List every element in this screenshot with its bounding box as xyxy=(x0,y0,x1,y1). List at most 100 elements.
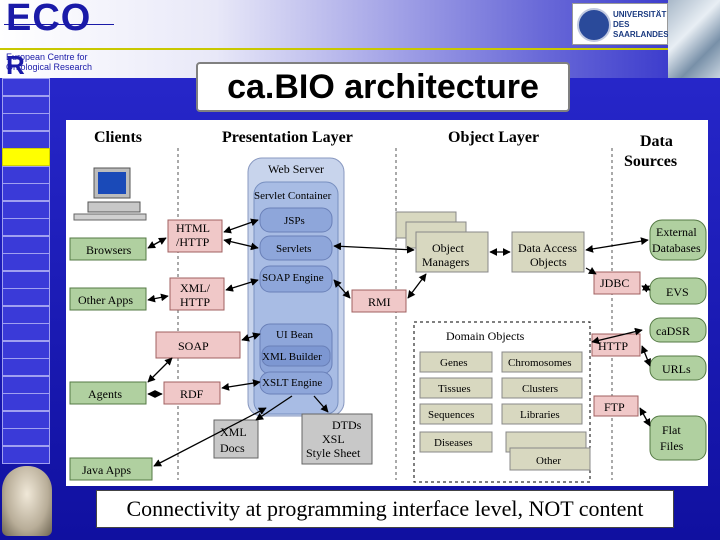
xslt-engine-label: XSLT Engine xyxy=(262,377,322,389)
object-managers-line1: Object xyxy=(432,241,465,255)
nav-square-1[interactable] xyxy=(2,78,50,96)
data-access-line1: Data Access xyxy=(518,241,577,255)
object-managers-line2: Managers xyxy=(422,255,470,269)
nav-square-21[interactable] xyxy=(2,428,50,446)
evs-label: EVS xyxy=(666,285,689,299)
arrow-dao-external xyxy=(585,237,649,253)
xml-builder-label: XML Builder xyxy=(262,351,322,363)
nav-square-22[interactable] xyxy=(2,445,50,464)
architecture-diagram: Clients Presentation Layer Object Layer … xyxy=(66,120,708,486)
university-seal-icon xyxy=(577,8,611,42)
nav-square-4[interactable] xyxy=(2,130,50,149)
nav-square-8[interactable] xyxy=(2,200,50,219)
arrow-xml-soapengine xyxy=(225,278,259,292)
servlet-container-label: Servlet Container xyxy=(254,190,332,202)
arrow-html-servlets xyxy=(223,237,259,251)
flat-files-box xyxy=(649,415,707,461)
servlets-label: Servlets xyxy=(276,243,311,255)
external-databases-line1: External xyxy=(656,225,697,239)
nav-square-19[interactable] xyxy=(2,393,50,411)
soap-box xyxy=(155,331,241,359)
nav-square-12[interactable] xyxy=(2,270,50,289)
browsers-box xyxy=(69,237,147,261)
jdbc-box xyxy=(593,271,641,295)
genes-box xyxy=(419,351,493,373)
urls-label: URLs xyxy=(662,362,691,376)
sequences-label: Sequences xyxy=(428,409,474,421)
nav-square-6[interactable] xyxy=(2,165,50,184)
arrow-browsers-html xyxy=(147,237,167,249)
arrow-agents-soap xyxy=(147,357,173,383)
chromosomes-box xyxy=(501,351,583,373)
rdf-box xyxy=(163,381,221,405)
diseases-box xyxy=(419,431,493,453)
col-data-line2: Sources xyxy=(624,153,677,170)
external-databases-line2: Databases xyxy=(652,241,701,255)
connector-arrows xyxy=(147,218,652,467)
nav-square-9[interactable] xyxy=(2,218,50,236)
other-apps-label: Other Apps xyxy=(78,293,133,307)
col-object: Object Layer xyxy=(448,129,539,146)
domain-items: Genes Chromosomes Tissues Clusters Seque… xyxy=(419,351,591,471)
html-http-line1: HTML xyxy=(176,221,210,235)
soap-engine-label: SOAP Engine xyxy=(262,272,324,284)
arrow-dao-jdbc xyxy=(585,267,597,275)
arrow-soapengine-rmi xyxy=(333,279,351,299)
org-name-line2: Ontological Research xyxy=(6,62,93,72)
philosopher-bust-image xyxy=(2,466,52,536)
nav-square-13[interactable] xyxy=(2,288,50,306)
title-box: ca.BIO architecture xyxy=(196,62,570,112)
other-apps-box xyxy=(69,287,147,311)
browsers-label: Browsers xyxy=(86,243,132,257)
rmi-label: RMI xyxy=(368,295,391,309)
agents-label: Agents xyxy=(88,387,122,401)
arrow-xslt-dtds xyxy=(313,395,329,413)
nav-square-2[interactable] xyxy=(2,95,50,114)
dtds-box xyxy=(301,413,373,465)
nav-square-16[interactable] xyxy=(2,340,50,359)
nav-square-14[interactable] xyxy=(2,305,50,324)
col-clients: Clients xyxy=(94,129,142,146)
flat-files-line2: Files xyxy=(660,439,684,453)
caption-box: Connectivity at programming interface le… xyxy=(96,490,674,528)
external-databases-box xyxy=(649,219,707,261)
ftp-box xyxy=(593,395,639,417)
nav-square-18[interactable] xyxy=(2,375,50,394)
logo-underline xyxy=(4,24,114,25)
jsps-label: JSPs xyxy=(284,215,305,227)
arrow-http-urls xyxy=(640,345,652,367)
diseases-label: Diseases xyxy=(434,437,473,449)
nav-square-17[interactable] xyxy=(2,358,50,376)
nav-square-5[interactable] xyxy=(2,148,50,166)
nav-square-10[interactable] xyxy=(2,235,50,254)
dtds-line2: XSL xyxy=(322,432,345,446)
arrow-soap-uibean xyxy=(241,332,261,342)
urls-box xyxy=(649,355,707,381)
ecor-logo-line2: R xyxy=(6,50,25,80)
xml-builder-box xyxy=(261,345,331,367)
arrow-otherapps-xml xyxy=(147,293,169,303)
slide-caption: Connectivity at programming interface le… xyxy=(126,496,644,521)
soap-engine-box xyxy=(259,265,333,293)
jdbc-label: JDBC xyxy=(600,276,629,290)
xml-http-line1: XML/ xyxy=(180,281,211,295)
slide-title: ca.BIO architecture xyxy=(227,68,539,106)
nav-square-15[interactable] xyxy=(2,323,50,341)
libraries-box xyxy=(501,403,583,425)
col-presentation: Presentation Layer xyxy=(222,129,353,146)
http-label: HTTP xyxy=(598,339,628,353)
ecor-logo-line1: ECO xyxy=(6,0,92,39)
tissues-label: Tissues xyxy=(438,383,471,395)
arrow-xslt-xmldocs xyxy=(255,395,293,421)
col-data-line1: Data xyxy=(640,133,673,150)
data-access-line2: Objects xyxy=(530,255,567,269)
clusters-label: Clusters xyxy=(522,383,558,395)
rdf-label: RDF xyxy=(180,387,204,401)
nav-square-7[interactable] xyxy=(2,183,50,201)
nav-square-20[interactable] xyxy=(2,410,50,429)
nav-square-3[interactable] xyxy=(2,113,50,131)
other-box xyxy=(509,447,591,471)
cadsr-box xyxy=(649,317,707,343)
nav-square-11[interactable] xyxy=(2,253,50,271)
cadsr-label: caDSR xyxy=(656,324,690,338)
